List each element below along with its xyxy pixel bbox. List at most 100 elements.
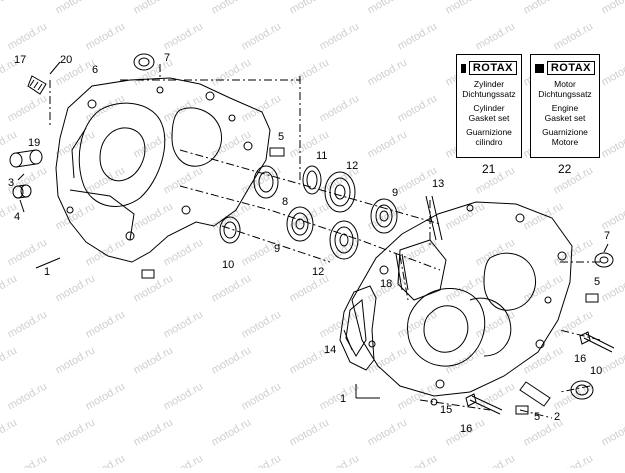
watermark-text: motod.ru [396,380,440,412]
watermark-text: motod.ru [162,236,206,268]
callout-1: 1 [44,266,50,278]
callout-17: 17 [14,54,26,66]
watermark-text: motod.ru [6,20,50,52]
watermark-text: motod.ru [210,200,254,232]
rotax-logo: ROTAX [461,61,517,75]
callout-14: 14 [324,344,336,356]
watermark-text: motod.ru [240,92,284,124]
callout-4: 4 [14,211,20,223]
card-line: Guarnizione [531,127,599,137]
watermark-text: motod.ru [84,20,128,52]
callout-9b: 9 [392,187,398,199]
watermark-text: motod.ru [54,272,98,304]
card-number-22: 22 [558,162,571,176]
bolt-16-upper [580,332,614,352]
watermark-text: motod.ru [474,380,518,412]
watermark-text: motod.ru [240,164,284,196]
watermark-text: motod.ru [132,128,176,160]
seal-7-right [595,253,613,267]
watermark-text: motod.ru [132,344,176,376]
watermark-text: motod.ru [288,272,332,304]
watermark-text: motod.ru [600,56,625,88]
watermark-text: motod.ru [240,20,284,52]
card-line: Guarnizione [457,127,521,137]
card-line: Engine [531,103,599,113]
watermark-text: motod.ru [0,344,19,376]
watermark-text: motod.ru [84,380,128,412]
callout-16b: 16 [460,423,472,435]
cylinder-gasket-set-card: ROTAX Zylinder Dichtungssatz Cylinder Ga… [456,54,522,158]
seal-7-top [134,54,154,70]
watermark-text: motod.ru [240,452,284,468]
callout-8: 8 [282,196,288,208]
sleeve-3 [10,150,42,167]
watermark-text: motod.ru [0,416,19,448]
watermark-text: motod.ru [396,92,440,124]
watermark-text: motod.ru [84,308,128,340]
card-line: Cylinder [457,103,521,113]
watermark-text: motod.ru [240,308,284,340]
callout-20: 20 [60,54,72,66]
watermark-text: motod.ru [210,416,254,448]
watermark-text: motod.ru [6,452,50,468]
watermark-text: motod.ru [0,128,19,160]
watermark-text: motod.ru [366,56,410,88]
watermark-text: motod.ru [600,416,625,448]
watermark-text: motod.ru [600,272,625,304]
watermark-text: motod.ru [396,236,440,268]
watermark-text: motod.ru [552,452,596,468]
bearing-12-upper [325,172,355,212]
watermark-text: motod.ru [0,0,19,17]
stud-13 [426,196,442,240]
watermark-text: motod.ru [522,272,566,304]
watermark-text: motod.ru [552,20,596,52]
watermark-text: motod.ru [366,200,410,232]
watermark-text: motod.ru [210,0,254,17]
callout-12b: 12 [312,266,324,278]
watermark-text: motod.ru [396,452,440,468]
watermark-text: motod.ru [600,128,625,160]
watermark-text: motod.ru [210,56,254,88]
watermark-text: motod.ru [366,128,410,160]
watermark-text: motod.ru [600,0,625,17]
watermark-text: motod.ru [366,0,410,17]
callout-10: 10 [222,259,234,271]
watermark-text: motod.ru [0,272,19,304]
card-line: Motor [531,79,599,89]
watermark-text: motod.ru [84,236,128,268]
watermark-text: motod.ru [288,56,332,88]
dowel-2 [520,382,550,406]
callout-12: 12 [346,160,358,172]
rotax-logo: ROTAX [535,61,595,75]
card-line: cilindro [457,137,521,147]
watermark-text: motod.ru [132,272,176,304]
watermark-text: motod.ru [552,380,596,412]
watermark-text: motod.ru [84,452,128,468]
watermark-text: motod.ru [474,20,518,52]
callout-2: 2 [554,411,560,423]
callout-6: 6 [92,64,98,76]
watermark-text: motod.ru [6,308,50,340]
callout-9: 9 [274,243,280,255]
watermark-text: motod.ru [132,200,176,232]
card-line: Dichtungssatz [531,89,599,99]
watermark-text: motod.ru [162,20,206,52]
callout-7b: 7 [604,230,610,242]
callout-19: 19 [28,137,40,149]
watermark-text: motod.ru [6,380,50,412]
watermark-text: motod.ru [288,0,332,17]
watermark-text: motod.ru [444,0,488,17]
watermark-text: motod.ru [162,380,206,412]
callout-1b: 1 [340,393,346,405]
screw-17 [28,76,46,94]
watermark-text: motod.ru [162,164,206,196]
watermark-text: motod.ru [396,20,440,52]
watermark-text: motod.ru [318,92,362,124]
watermark-text: motod.ru [522,0,566,17]
callout-3: 3 [8,177,14,189]
watermark-text: motod.ru [210,344,254,376]
callout-5c: 5 [534,411,540,423]
callout-5b: 5 [594,276,600,288]
watermark-text: motod.ru [132,0,176,17]
callout-7: 7 [164,52,170,64]
